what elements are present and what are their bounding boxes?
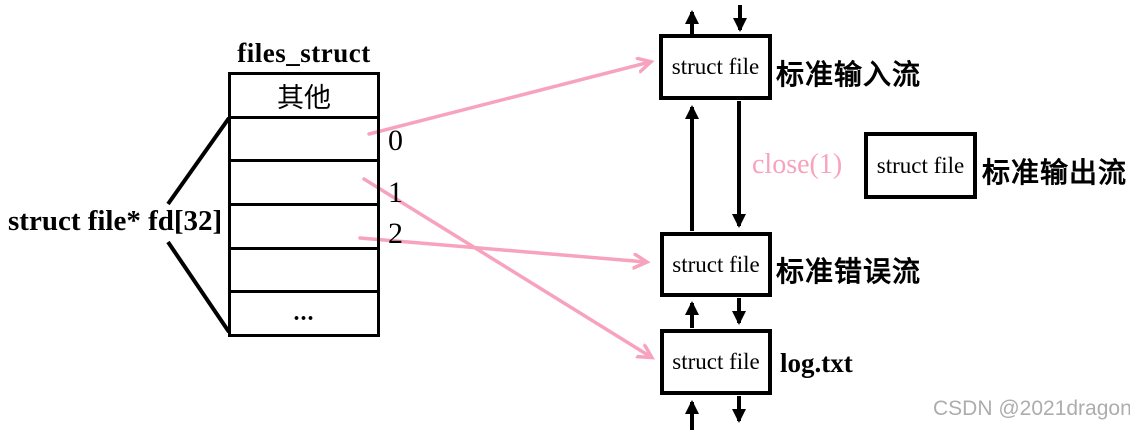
files-struct-title: files_struct: [237, 38, 371, 68]
struct-file-box-stdin: struct file: [659, 34, 772, 100]
fd0-to-stdin-arrow: [367, 62, 650, 136]
stdin-top-arrows: [685, 5, 747, 34]
stdin-stream-label: 标准输入流: [776, 60, 922, 91]
table-row-ellipsis: ...: [293, 300, 315, 327]
fd2-to-stderr-arrow: [358, 236, 646, 262]
stderr-stream-label: 标准错误流: [776, 257, 922, 288]
table-row-fd0: [231, 119, 377, 163]
fd-index-1: 1: [388, 176, 403, 209]
stdout-stream-label: 标准输出流: [982, 158, 1128, 189]
fd-index-2: 2: [388, 217, 403, 250]
fd-array-label: struct file* fd[32]: [8, 205, 223, 237]
close1-annotation: close(1): [752, 149, 843, 180]
fd-index-0: 0: [388, 124, 403, 157]
fd-array-bracket: [166, 116, 231, 334]
log-bottom-arrows: [685, 396, 746, 430]
struct-file-box-stdout: struct file: [864, 132, 977, 199]
csdn-watermark: CSDN @2021dragon: [933, 397, 1130, 420]
stdin-stderr-arrows: [685, 101, 746, 231]
fd1-to-log-arrow: [362, 177, 651, 357]
table-row-empty: [231, 250, 377, 294]
logtxt-file-label: log.txt: [780, 348, 853, 378]
files-struct-table: 其他 ...: [228, 72, 380, 337]
stderr-log-arrows: [685, 298, 746, 328]
table-row-other: 其他: [231, 75, 377, 119]
table-row-fd1: [231, 162, 377, 207]
table-row-fd2: [231, 206, 377, 250]
struct-file-box-stderr: struct file: [660, 232, 772, 297]
struct-file-box-logtxt: struct file: [660, 329, 772, 395]
